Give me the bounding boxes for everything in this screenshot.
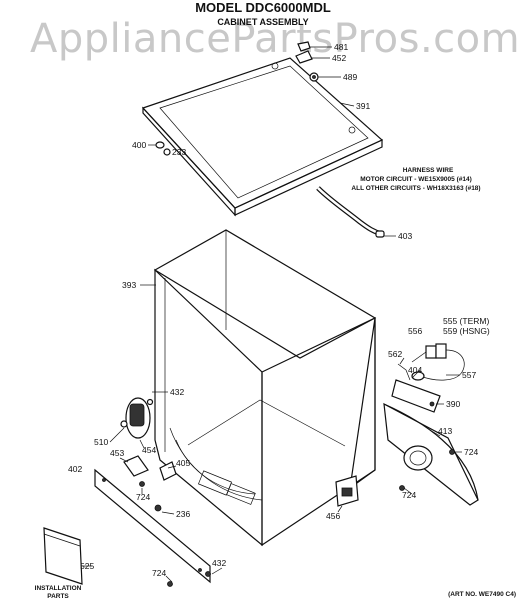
label-525: 525 [80, 561, 94, 571]
part-400-233-fasteners [155, 141, 171, 156]
label-432-lower: 432 [212, 558, 226, 568]
label-510: 510 [94, 437, 108, 447]
harness-note-line1: HARNESS WIRE [403, 167, 454, 174]
installation-parts-line2: PARTS [47, 593, 69, 600]
label-557: 557 [462, 370, 476, 380]
label-402: 402 [68, 464, 82, 474]
label-236: 236 [176, 509, 190, 519]
screw-724-bottom [167, 581, 173, 587]
label-432-upper: 432 [170, 387, 184, 397]
screw-236 [154, 504, 162, 512]
label-453: 453 [110, 448, 124, 458]
label-559: 559 (HSNG) [443, 326, 490, 336]
label-724-bottom: 724 [152, 568, 166, 578]
part-453-bracket [123, 455, 149, 477]
cabinet-body [153, 229, 377, 547]
label-403: 403 [398, 231, 412, 241]
label-390: 390 [446, 399, 460, 409]
art-number: (ART NO. WE7490 C4) [448, 591, 516, 598]
label-456: 456 [326, 511, 340, 521]
label-489: 489 [343, 72, 357, 82]
part-405-clip [159, 461, 177, 481]
screw-724-right [449, 449, 455, 455]
leader-lines [82, 46, 462, 583]
label-393: 393 [122, 280, 136, 290]
part-556-terminal [425, 343, 447, 359]
harness-note-line2: MOTOR CIRCUIT - WE15X9005 (#14) [360, 176, 472, 183]
installation-parts-line1: INSTALLATION [35, 585, 82, 592]
label-724-right: 724 [464, 447, 478, 457]
harness-note-line3: ALL OTHER CIRCUITS - WH18X3163 (#18) [351, 185, 480, 192]
label-391: 391 [356, 101, 370, 111]
label-556: 556 [408, 326, 422, 336]
rear-panel-413 [383, 402, 479, 506]
part-557-wire-harness [411, 349, 465, 381]
part-456-mount [335, 475, 359, 507]
label-724-rear: 724 [402, 490, 416, 500]
label-724-left: 724 [136, 492, 150, 502]
toe-kick-402 [94, 468, 211, 584]
label-233: 233 [172, 147, 186, 157]
harness-wire-403 [316, 186, 385, 238]
label-405: 405 [176, 458, 190, 468]
label-452: 452 [332, 53, 346, 63]
installation-parts-bag [43, 527, 83, 585]
part-489-screw [309, 72, 319, 82]
label-413: 413 [438, 426, 452, 436]
label-562: 562 [388, 349, 402, 359]
screw-724-left [139, 481, 145, 487]
door-switch-assembly [120, 397, 154, 439]
label-400: 400 [132, 140, 146, 150]
label-404: 404 [408, 365, 422, 375]
diagram-subtitle: CABINET ASSEMBLY [217, 17, 308, 27]
top-cover [141, 57, 384, 217]
label-555: 555 (TERM) [443, 316, 489, 326]
part-481-clip [297, 41, 311, 52]
label-454: 454 [142, 445, 156, 455]
watermark: AppliancePartsPros.com [30, 16, 520, 62]
screw-432-bottom [205, 571, 211, 577]
diagram-title: MODEL DDC6000MDL [195, 0, 331, 15]
part-404-bracket [391, 379, 441, 413]
part-452-bracket [295, 50, 313, 64]
part-562-connector [397, 363, 411, 381]
label-481: 481 [334, 42, 348, 52]
